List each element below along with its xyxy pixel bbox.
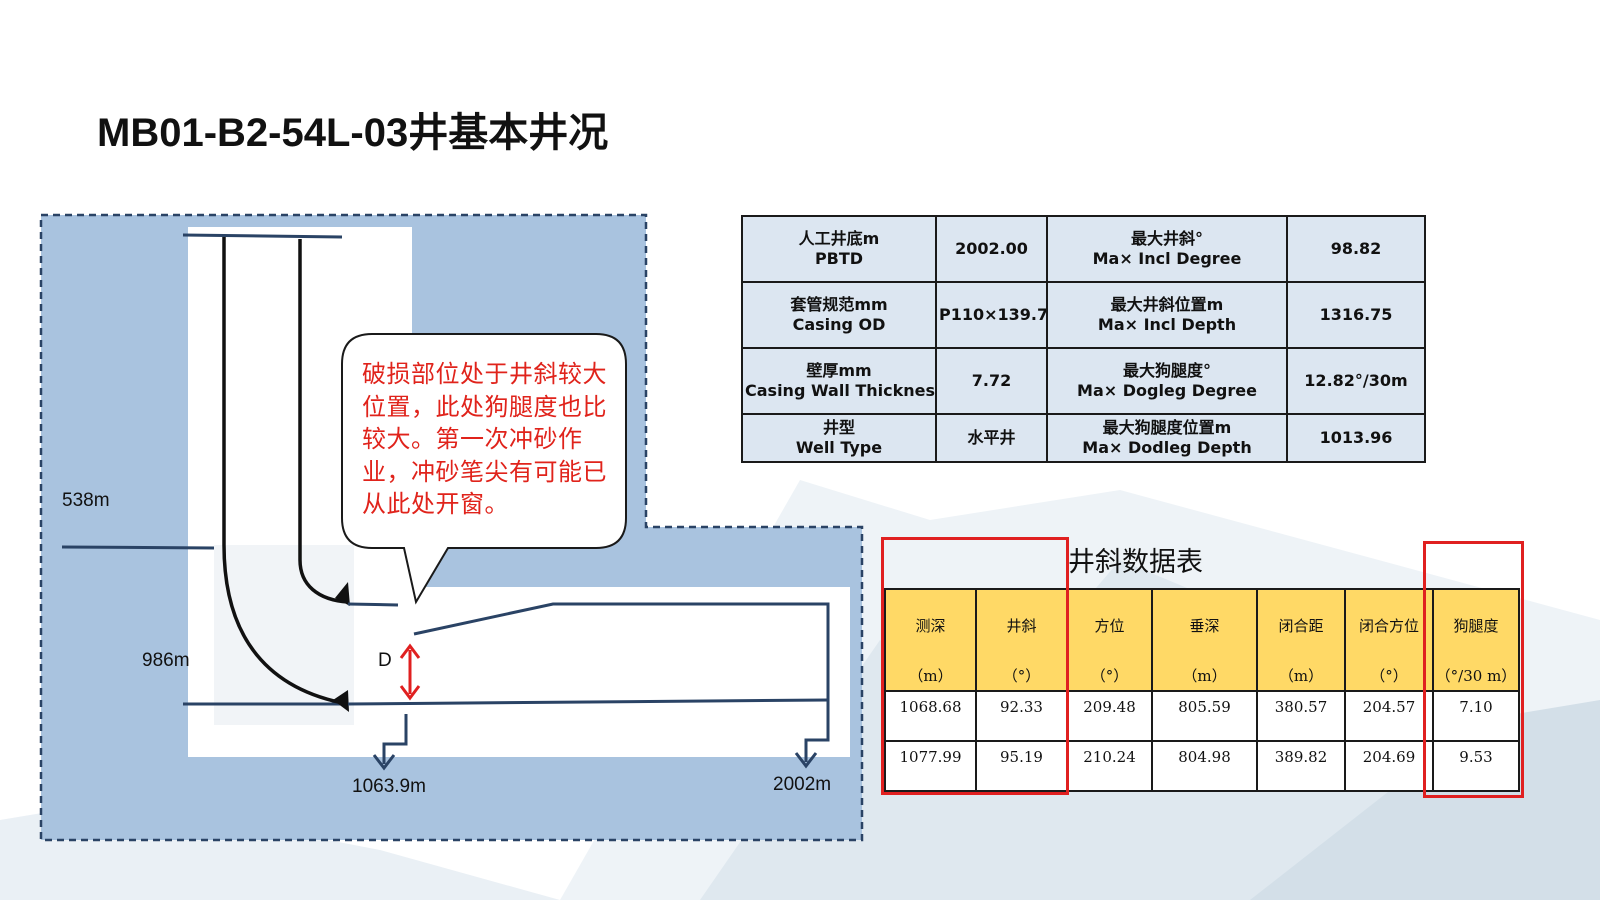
page-title: MB01-B2-54L-03井基本井况 <box>97 111 609 155</box>
depth-label-1063: 1063.9m <box>352 776 426 797</box>
column-header: 闭合距 <box>1256 588 1346 640</box>
column-unit: （°） <box>1344 640 1434 692</box>
survey-row: 1068.68 92.33 209.48 805.59 380.57 204.5… <box>884 690 1520 742</box>
d-arrow-top <box>399 643 421 659</box>
info-value: 7.72 <box>935 347 1048 415</box>
column-header: 闭合方位 <box>1344 588 1434 640</box>
lower-casing <box>347 698 829 706</box>
info-label: 最大井斜°Ma× Incl Degree <box>1046 215 1288 283</box>
highlight-box-depth-inclination <box>881 537 1069 795</box>
info-label: 最大狗腿度°Ma× Dogleg Degree <box>1046 347 1288 415</box>
arrow-2002-path <box>804 700 830 762</box>
column-unit: （°） <box>975 640 1068 692</box>
survey-cell: 1077.99 <box>884 740 977 792</box>
d-marker-label: D <box>378 650 392 671</box>
callout-bubble <box>341 333 627 605</box>
depth-label-538: 538m <box>62 490 110 511</box>
survey-cell: 380.57 <box>1256 690 1346 742</box>
survey-table-title: 井斜数据表 <box>1068 547 1203 578</box>
inner-casing <box>298 239 349 604</box>
survey-cell: 1068.68 <box>884 690 977 742</box>
survey-header-row: 测深 井斜 方位 垂深 闭合距 闭合方位 狗腿度 <box>884 588 1520 640</box>
info-value: 1316.75 <box>1286 281 1426 349</box>
info-value: 98.82 <box>1286 215 1426 283</box>
info-value: 水平井 <box>935 413 1048 463</box>
column-unit: （m） <box>884 640 977 692</box>
column-unit: （m） <box>1256 640 1346 692</box>
survey-cell: 92.33 <box>975 690 1068 742</box>
survey-cell: 204.69 <box>1344 740 1434 792</box>
info-value: 1013.96 <box>1286 413 1426 463</box>
column-header: 垂深 <box>1151 588 1258 640</box>
arrow-1063-head <box>372 754 396 771</box>
d-arrow-bottom <box>399 685 421 701</box>
outer-casing-shoe <box>333 690 349 712</box>
upper-casing-left <box>347 602 399 607</box>
bend-shading <box>214 545 354 725</box>
column-header: 狗腿度 <box>1432 588 1520 640</box>
survey-cell: 7.10 <box>1432 690 1520 742</box>
inner-casing-shoe <box>335 582 350 606</box>
callout-text: 破损部位处于井斜较大位置，此处狗腿度也比较大。第一次冲砂作业，冲砂笔尖有可能已从… <box>362 360 607 518</box>
survey-cell: 209.48 <box>1066 690 1153 742</box>
survey-cell: 804.98 <box>1151 740 1258 792</box>
arrow-1063-path <box>382 714 408 764</box>
column-unit: （°） <box>1066 640 1153 692</box>
survey-cell: 210.24 <box>1066 740 1153 792</box>
info-value: P110×139.7 <box>935 281 1048 349</box>
arrow-2002-head <box>794 752 818 769</box>
outer-casing <box>222 237 349 706</box>
wellhead-line <box>182 233 343 239</box>
survey-cell: 805.59 <box>1151 690 1258 742</box>
survey-units-row: （m） （°） （°） （m） （m） （°） （°/30 m） <box>884 640 1520 692</box>
column-header: 测深 <box>884 588 977 640</box>
survey-cell: 95.19 <box>975 740 1068 792</box>
info-value: 2002.00 <box>935 215 1048 283</box>
highlight-box-dogleg <box>1423 541 1524 798</box>
column-unit: （m） <box>1151 640 1258 692</box>
column-header: 方位 <box>1066 588 1153 640</box>
survey-cell: 204.57 <box>1344 690 1434 742</box>
depth-label-2002: 2002m <box>773 774 832 795</box>
depth-538-line <box>61 545 215 550</box>
column-unit: （°/30 m） <box>1432 640 1520 692</box>
info-value: 12.82°/30m <box>1286 347 1426 415</box>
survey-cell: 9.53 <box>1432 740 1520 792</box>
survey-cell: 389.82 <box>1256 740 1346 792</box>
upper-casing <box>413 602 830 700</box>
depth-label-986: 986m <box>142 650 190 671</box>
column-header: 井斜 <box>975 588 1068 640</box>
survey-table: 测深 井斜 方位 垂深 闭合距 闭合方位 狗腿度 （m） （°） （°） （m）… <box>884 588 1520 792</box>
